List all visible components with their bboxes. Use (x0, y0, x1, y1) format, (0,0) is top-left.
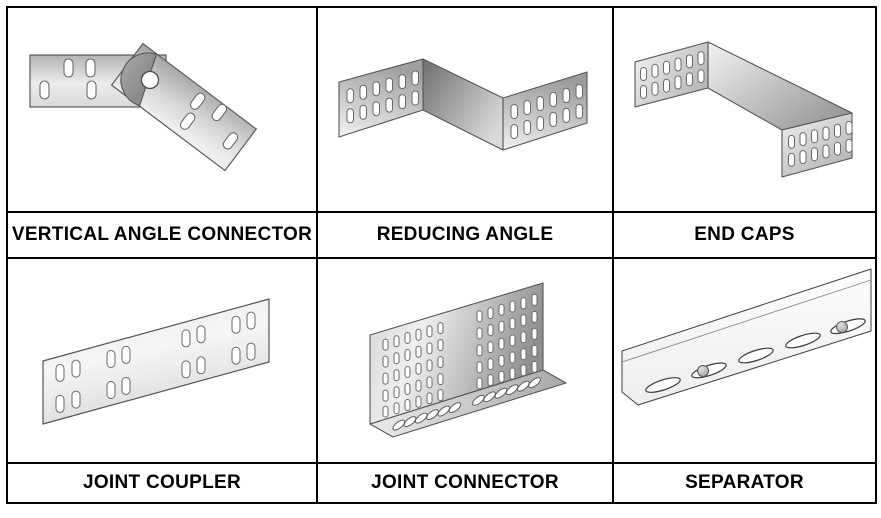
right-cap-slots (788, 120, 853, 167)
label-end-caps: END CAPS (694, 224, 795, 245)
label-cell-separator: SEPARATOR (614, 464, 875, 502)
wall-slots-left (382, 322, 444, 418)
label-cell-joint-connector: JOINT CONNECTOR (318, 464, 614, 502)
cell-end-caps (614, 8, 875, 213)
label-separator: SEPARATOR (685, 472, 804, 493)
left-cap-slots (640, 51, 705, 99)
joint-connector-illustration (369, 282, 567, 438)
cell-reducing-angle (318, 8, 614, 213)
label-cell-vertical-angle-connector: VERTICAL ANGLE CONNECTOR (8, 213, 318, 259)
fold-line (621, 279, 872, 363)
left-panel-slots (346, 70, 419, 124)
pivot-hole (140, 70, 160, 90)
label-joint-coupler: JOINT COUPLER (82, 472, 242, 493)
cell-separator (614, 259, 875, 464)
separator-illustration (621, 268, 872, 406)
right-panel-slots (510, 83, 583, 139)
reducing-angle-illustration (338, 58, 588, 151)
end-caps-illustration (634, 41, 853, 178)
product-table: VERTICAL ANGLE CONNECTOR REDUCING ANGLE … (6, 6, 877, 504)
bolt-heads (697, 321, 848, 377)
cell-vertical-angle-connector (8, 8, 318, 213)
label-cell-joint-coupler: JOINT COUPLER (8, 464, 318, 502)
label-joint-connector: JOINT CONNECTOR (371, 472, 559, 493)
cell-joint-coupler (8, 259, 318, 464)
separator-slots (645, 318, 866, 393)
label-vertical-angle-connector: VERTICAL ANGLE CONNECTOR (11, 224, 313, 245)
joint-coupler-illustration (42, 298, 270, 425)
label-cell-reducing-angle: REDUCING ANGLE (318, 213, 614, 259)
label-cell-end-caps: END CAPS (614, 213, 875, 259)
cell-joint-connector (318, 259, 614, 464)
plate-slots (55, 311, 256, 413)
label-reducing-angle: REDUCING ANGLE (376, 224, 554, 245)
wall-slots-right (476, 293, 538, 390)
vertical-angle-connector-illustration (29, 42, 258, 172)
flange-holes (392, 377, 541, 431)
